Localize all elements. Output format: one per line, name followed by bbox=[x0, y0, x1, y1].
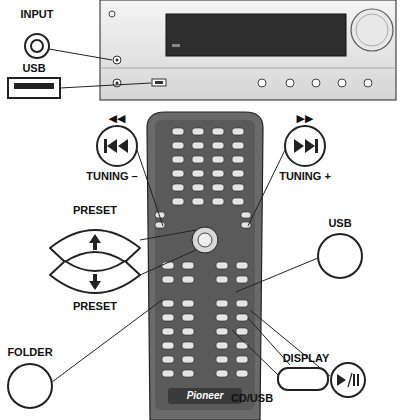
button-label: USB bbox=[328, 217, 351, 229]
button-label: PRESET bbox=[73, 300, 117, 312]
main-unit bbox=[100, 0, 396, 100]
button-label: TUNING – bbox=[86, 170, 137, 182]
button-label: FOLDER bbox=[7, 346, 52, 358]
folder-button bbox=[8, 364, 52, 408]
preset-down-button bbox=[50, 261, 140, 293]
jack-label: INPUT bbox=[21, 8, 54, 20]
previous-button-callout bbox=[97, 126, 137, 166]
button-label: DISPLAY bbox=[283, 352, 330, 364]
button-label: TUNING + bbox=[279, 170, 331, 182]
button-symbol: ◀◀ bbox=[109, 112, 126, 124]
preset-up-button bbox=[50, 230, 140, 262]
usb-button bbox=[318, 234, 362, 278]
button-label: PRESET bbox=[73, 204, 117, 216]
usb-port-callout bbox=[8, 78, 151, 98]
button-symbol: ▶▶ bbox=[297, 112, 314, 124]
remote-control bbox=[147, 112, 263, 420]
port-label: USB bbox=[22, 62, 45, 74]
button-label: CD/USB bbox=[231, 392, 273, 404]
display-button bbox=[278, 368, 328, 390]
play-pause-button bbox=[331, 363, 365, 397]
next-button-callout bbox=[285, 126, 325, 166]
input-jack-callout bbox=[25, 34, 112, 60]
brand-logo: Pioneer bbox=[187, 390, 224, 401]
leader-lines bbox=[52, 150, 330, 382]
